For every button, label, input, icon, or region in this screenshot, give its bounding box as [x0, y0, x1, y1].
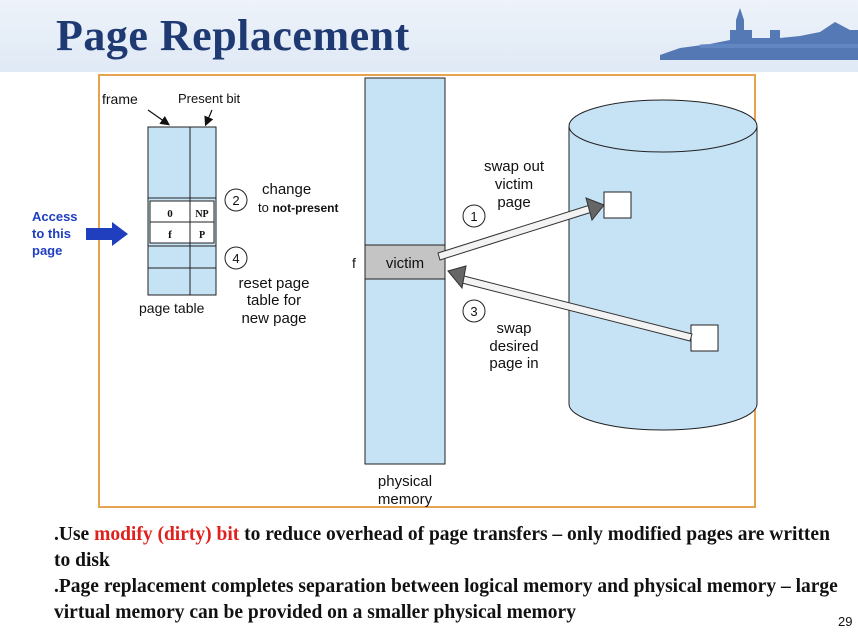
access-label-line3: page — [32, 243, 63, 258]
slide-number: 29 — [838, 614, 853, 629]
frame-pointer-arrow — [147, 109, 170, 126]
step2-line1: change — [262, 181, 311, 198]
access-label: Access to this page — [32, 208, 92, 259]
frame-label: frame — [102, 91, 138, 107]
swap-in-arrow — [447, 265, 693, 342]
bullet-1-prefix: .Use — [54, 524, 95, 545]
disk-slot-desired — [690, 324, 719, 352]
step4-line2: table for — [247, 292, 301, 309]
bullet-list: .Use modify (dirty) bit to reduce overhe… — [54, 522, 844, 626]
step3-line1: swap — [496, 320, 531, 337]
page-table-row-new-bit: P — [199, 230, 205, 241]
physical-memory-caption-2: memory — [378, 491, 433, 508]
page-table-row-old-bit: NP — [195, 209, 208, 220]
step1-number: 1 — [470, 209, 477, 224]
step3-line2: desired — [489, 338, 538, 355]
step1-line3: page — [497, 194, 530, 211]
disk — [568, 99, 758, 431]
step2-circle — [224, 188, 248, 212]
step4-circle — [224, 246, 248, 270]
present-bit-pointer-arrow — [204, 109, 214, 127]
page-table-row-old-frame: 0 — [167, 208, 173, 220]
bullet-1-rest: to reduce overhead of page transfers – o… — [54, 524, 830, 571]
disk-slot-victim — [603, 191, 632, 219]
step1-circle — [462, 204, 486, 228]
step1-line1: swap out — [484, 158, 545, 175]
bullet-1: .Use modify (dirty) bit to reduce overhe… — [54, 522, 844, 574]
step1-line2: victim — [495, 176, 533, 193]
step2-number: 2 — [232, 193, 239, 208]
step3-line3: page in — [489, 355, 538, 372]
step4-number: 4 — [232, 251, 239, 266]
bullet-2: .Page replacement completes separation b… — [54, 576, 838, 623]
castle-skyline-icon — [660, 8, 858, 60]
step3-number: 3 — [470, 304, 477, 319]
page-table — [147, 126, 217, 296]
swap-out-arrow — [437, 197, 605, 261]
present-bit-label: Present bit — [178, 91, 241, 106]
slide-title: Page Replacement — [56, 11, 410, 60]
step4-line3: new page — [241, 310, 306, 327]
access-label-line1: Access — [32, 209, 78, 224]
title-bar — [0, 0, 858, 72]
step4-line1: reset page — [239, 275, 310, 292]
page-table-caption: page table — [139, 300, 205, 316]
physical-memory-caption-1: physical — [378, 473, 432, 490]
bullet-1-highlight: modify (dirty) bit — [94, 524, 240, 545]
step3-circle — [462, 299, 486, 323]
page-table-row-new-frame: f — [168, 229, 172, 241]
step2-line2: to not-present — [258, 200, 338, 215]
victim-label: victim — [386, 255, 424, 272]
access-arrow — [86, 222, 128, 246]
frame-marker-f: f — [352, 255, 356, 271]
victim-frame — [364, 244, 446, 280]
access-label-line2: to this — [32, 226, 71, 241]
